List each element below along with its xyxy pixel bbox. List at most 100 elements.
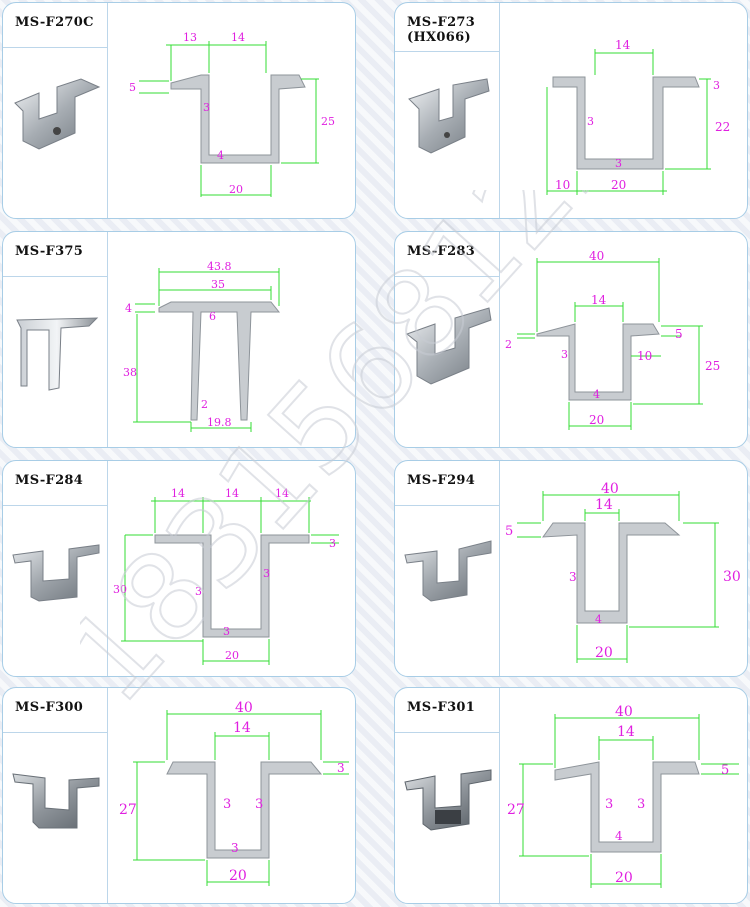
dim-text: 35	[211, 278, 225, 291]
dim-text: 38	[123, 366, 137, 379]
profile-drawing: 40 14 5 27 3 3 4 20	[507, 704, 739, 888]
dim-text: 3	[223, 797, 231, 812]
dim-text: 3	[605, 797, 613, 812]
dim-text: 4	[217, 149, 224, 162]
profile-drawing: 14 14 14 3 30 3 3 3 20	[113, 487, 339, 665]
product-photo	[16, 317, 99, 391]
dim-text: 14	[617, 724, 635, 740]
card-divider	[499, 688, 500, 903]
dim-text: 14	[231, 31, 245, 44]
product-card-f300: MS-F300 40 14 3 27 3 3 3 20	[2, 687, 356, 904]
profile-drawing: 14 3 22 3 3 10 20	[546, 38, 730, 195]
dim-text: 3	[569, 570, 577, 584]
dim-text: 25	[321, 115, 335, 128]
profile-shape	[536, 323, 660, 401]
dim-text: 5	[675, 327, 683, 341]
product-card-f273: MS-F273 (HX066) 14 3 22 3 3 10 20	[394, 2, 748, 219]
dim-text: 4	[615, 829, 623, 843]
dim-text: 30	[723, 569, 741, 585]
profile-shape	[554, 761, 700, 853]
product-card-f301: MS-F301 40 14 5 27 3 3 4 20	[394, 687, 748, 904]
card-divider	[107, 3, 108, 218]
dim-text: 4	[595, 613, 602, 626]
dim-text: 14	[275, 487, 289, 500]
dim-text: 40	[589, 249, 604, 263]
dim-text: 3	[561, 348, 568, 361]
dim-text: 20	[615, 870, 633, 886]
model-label: MS-F284	[15, 473, 84, 488]
product-photo	[12, 544, 100, 602]
dim-text: 20	[229, 183, 243, 196]
dim-text: 14	[233, 720, 251, 736]
dim-text: 3	[203, 101, 210, 114]
card-header-line	[3, 505, 107, 506]
product-card-f294: MS-F294 40 14 5 30 3 4 20	[394, 460, 748, 677]
card-header-line	[3, 732, 107, 733]
dim-text: 13	[183, 31, 197, 44]
dim-text: 2	[201, 398, 208, 411]
product-photo	[404, 769, 492, 831]
dim-text: 2	[505, 338, 512, 351]
dim-text: 3	[231, 841, 239, 855]
card-header-line	[395, 276, 499, 277]
dim-text: 27	[507, 802, 525, 818]
model-alias: (HX066)	[407, 30, 471, 45]
product-card-f375: MS-F375 43.8 35 4 6 38 2 19.8	[2, 231, 356, 448]
profile-drawing: 40 14 3 27 3 3 3 20	[119, 700, 349, 886]
model-label: MS-F301	[407, 700, 476, 715]
dim-text: 25	[705, 359, 720, 373]
product-card-f283: MS-F283 40 14 5 2 3 10 25 4 20	[394, 231, 748, 448]
dim-text: 3	[329, 537, 336, 550]
dim-text: 10	[637, 349, 652, 363]
dim-text: 4	[593, 388, 600, 401]
dim-text: 14	[591, 293, 607, 307]
profile-shape	[158, 301, 281, 421]
dim-text: 40	[615, 704, 633, 720]
dim-text: 3	[255, 797, 263, 812]
card-divider	[107, 232, 108, 447]
model-name: MS-F273	[407, 15, 476, 30]
dim-text: 14	[595, 497, 613, 513]
dim-text: 20	[611, 178, 626, 192]
card-divider	[499, 461, 500, 676]
product-photo	[405, 307, 492, 385]
profile-drawing: 40 14 5 2 3 10 25 4 20	[505, 249, 720, 430]
dim-text: 14	[225, 487, 239, 500]
profile-drawing: 43.8 35 4 6 38 2 19.8	[123, 260, 281, 432]
card-divider	[499, 232, 500, 447]
card-header-line	[3, 276, 107, 277]
dim-text: 4	[125, 302, 132, 315]
dim-text: 22	[715, 120, 730, 134]
model-label: MS-F283	[407, 244, 476, 259]
dim-text: 43.8	[207, 260, 232, 273]
model-label: MS-F273 (HX066)	[407, 15, 499, 45]
model-label: MS-F270C	[15, 15, 94, 30]
profile-drawing: 40 14 5 30 3 4 20	[505, 481, 741, 663]
profile-shape	[541, 522, 681, 624]
profile-drawing: 13 14 5 3 25 4 20	[129, 31, 335, 197]
profile-shape	[166, 761, 323, 859]
dim-text: 20	[225, 649, 239, 662]
dim-text: 3	[263, 567, 270, 580]
model-label: MS-F294	[407, 473, 476, 488]
dim-text: 6	[209, 310, 216, 323]
dim-text: 20	[229, 868, 247, 884]
dim-text: 10	[555, 178, 570, 192]
card-header-line	[395, 732, 499, 733]
dim-text: 30	[113, 583, 127, 596]
card-header-line	[395, 51, 499, 52]
dim-text: 3	[615, 157, 622, 170]
dim-text: 3	[195, 585, 202, 598]
dim-text: 3	[587, 115, 594, 128]
dim-text: 27	[119, 802, 137, 818]
dim-text: 40	[601, 481, 619, 497]
model-label: MS-F300	[15, 700, 84, 715]
product-card-f284: MS-F284 14 14 14 3 30 3 3 3 20	[2, 460, 356, 677]
dim-text: 3	[713, 79, 720, 92]
dim-text: 14	[615, 38, 631, 52]
dim-text: 5	[505, 524, 513, 539]
dim-text: 3	[223, 625, 230, 638]
model-label: MS-F375	[15, 244, 84, 259]
card-header-line	[3, 47, 107, 48]
dim-text: 19.8	[207, 416, 232, 429]
